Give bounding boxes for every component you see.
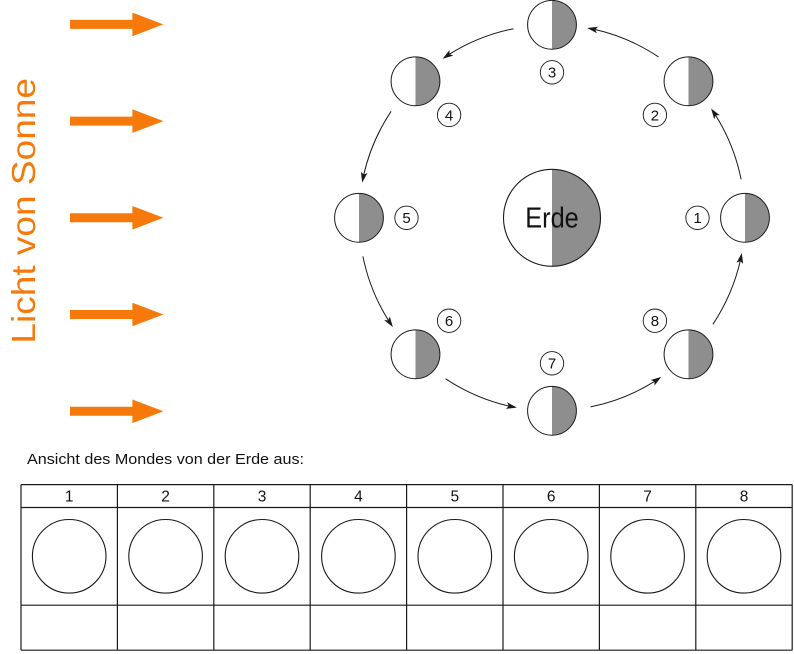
svg-text:5: 5: [402, 210, 410, 227]
svg-text:2: 2: [161, 489, 170, 506]
svg-text:8: 8: [651, 313, 659, 330]
svg-text:6: 6: [547, 489, 556, 506]
svg-text:6: 6: [445, 313, 453, 330]
svg-text:1: 1: [693, 210, 701, 227]
svg-text:7: 7: [548, 356, 556, 373]
svg-text:1: 1: [65, 489, 74, 506]
svg-text:2: 2: [651, 107, 659, 124]
svg-text:8: 8: [740, 489, 749, 506]
svg-text:Erde: Erde: [525, 202, 579, 234]
svg-text:3: 3: [548, 65, 556, 82]
svg-text:5: 5: [450, 489, 459, 506]
svg-text:4: 4: [445, 107, 453, 124]
svg-text:Licht von Sonne: Licht von Sonne: [5, 78, 42, 344]
svg-text:3: 3: [258, 489, 267, 506]
svg-text:4: 4: [354, 489, 363, 506]
svg-text:7: 7: [643, 489, 652, 506]
svg-text:Ansicht des Mondes von der Erd: Ansicht des Mondes von der Erde aus:: [27, 451, 304, 468]
